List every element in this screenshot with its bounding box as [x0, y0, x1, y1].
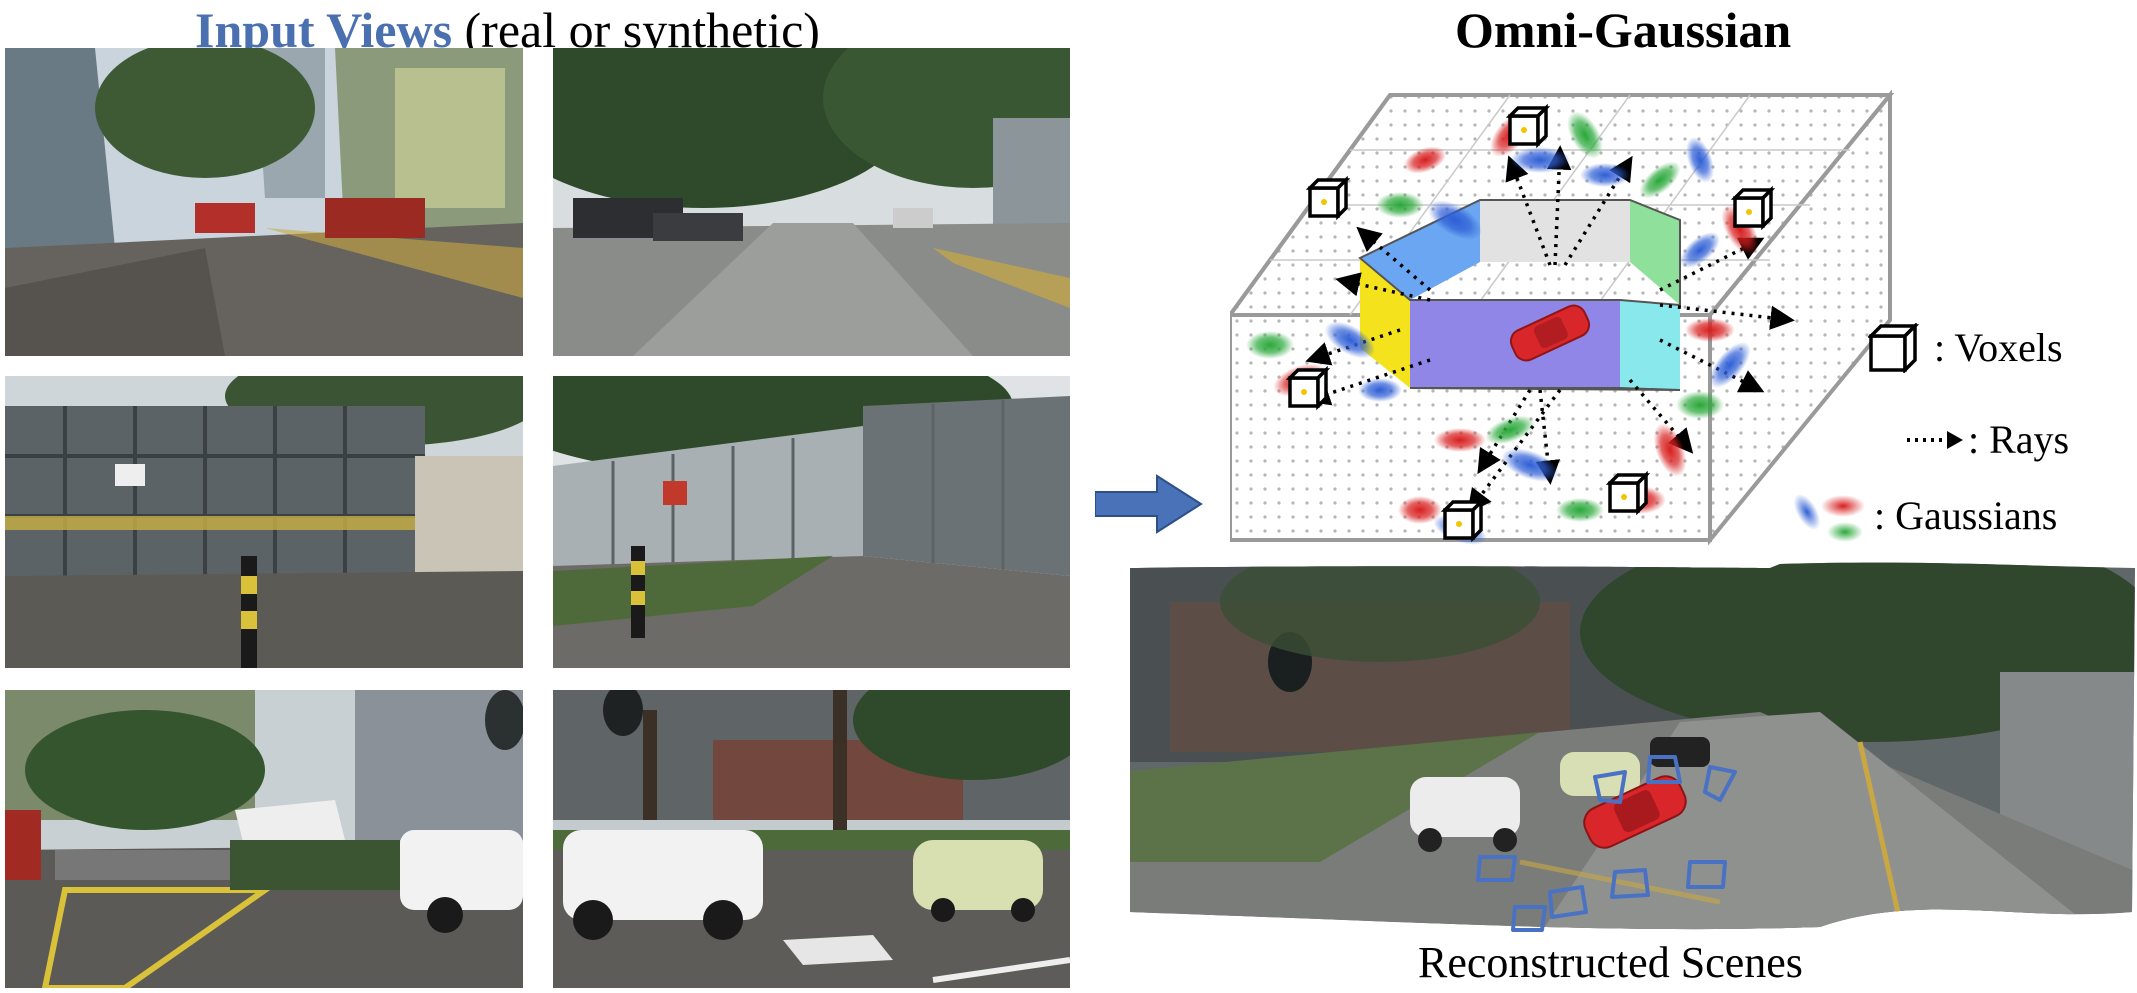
input-views-title: Input Views (real or synthetic) [195, 2, 820, 58]
input-view-5 [5, 690, 523, 988]
voxel-cube-icon [1868, 323, 1920, 373]
ray-arrow-icon [1907, 431, 1963, 449]
input-view-3 [5, 376, 523, 668]
omni-gaussian-title: Omni-Gaussian [1455, 2, 1792, 58]
input-view-6 [553, 690, 1070, 988]
legend-gaussians-label: : Gaussians [1874, 493, 2058, 538]
omni-gaussian-diagram [1230, 90, 1895, 546]
input-view-2 [553, 48, 1070, 356]
input-view-1 [5, 48, 523, 356]
reconstructed-scenes-caption: Reconstructed Scenes [1418, 938, 1803, 987]
legend-rays-label: : Rays [1968, 417, 2070, 462]
input-view-4 [553, 376, 1070, 668]
right-arrow-icon [1095, 474, 1203, 534]
gaussians-icon [1793, 493, 1865, 542]
legend-voxels-label: : Voxels [1934, 325, 2063, 370]
reconstructed-scene-panorama [1120, 562, 2137, 934]
